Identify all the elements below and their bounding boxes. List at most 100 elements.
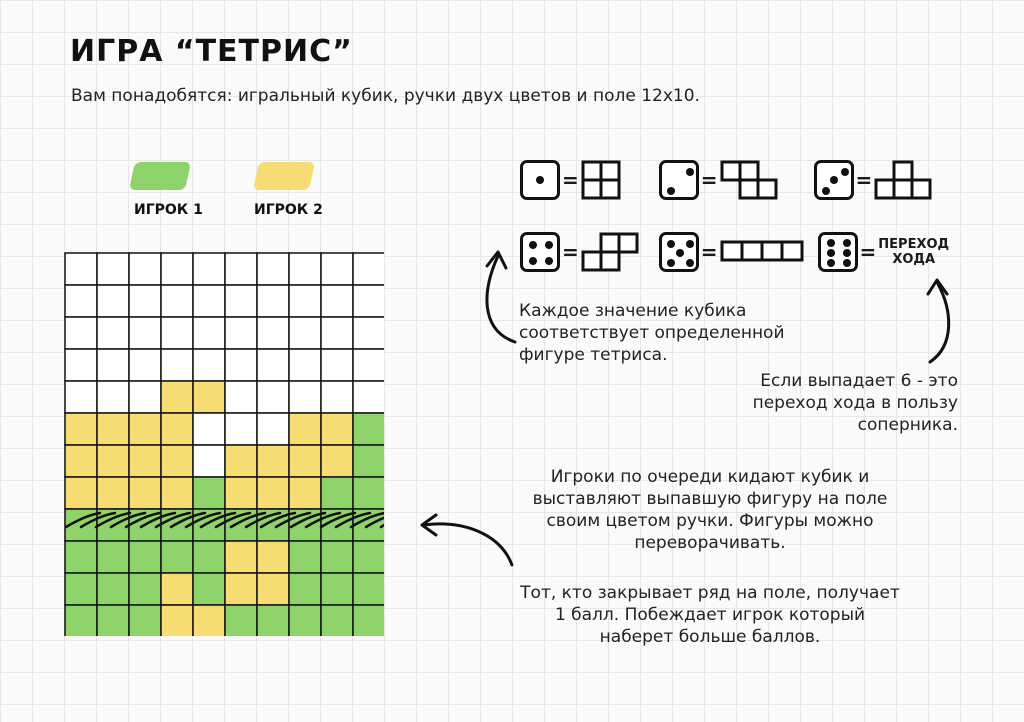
board-cell <box>224 380 258 414</box>
board-cell <box>352 252 384 286</box>
board-cell <box>64 316 98 350</box>
shape-z-icon <box>720 160 778 200</box>
board-cell <box>64 604 98 636</box>
row-hatch-stroke <box>319 511 357 529</box>
board-cell <box>352 316 384 350</box>
board-cell <box>256 444 290 478</box>
board-cell <box>160 252 194 286</box>
equals-sign: = <box>700 168 718 192</box>
board-cell <box>224 316 258 350</box>
board-cell <box>96 316 130 350</box>
row-hatch-stroke <box>64 511 102 529</box>
board-cell <box>224 412 258 446</box>
row-hatch-stroke <box>94 511 132 529</box>
row-hatch-stroke <box>154 511 192 529</box>
board-cell <box>96 380 130 414</box>
board-cell <box>96 540 130 574</box>
row-hatch-stroke <box>289 511 327 529</box>
row-hatch-stroke <box>304 511 342 529</box>
board-cell <box>288 380 322 414</box>
legend-player-2-label: ИГРОК 2 <box>254 202 323 218</box>
die-5-icon <box>658 232 699 272</box>
board-cell <box>192 572 226 606</box>
board-cell <box>352 444 384 478</box>
shape-line-icon <box>720 240 804 262</box>
turns-note: Игроки по очереди кидают кубик и выставл… <box>532 467 888 553</box>
board-cell <box>96 444 130 478</box>
dice-note: Каждое значение кубика соответствует опр… <box>519 301 785 365</box>
board-cell <box>160 540 194 574</box>
curved-arrow-icon <box>485 250 517 344</box>
equals-sign: = <box>855 168 873 192</box>
row-hatch-stroke <box>184 511 222 529</box>
board-cell <box>320 572 354 606</box>
player-1-color-swatch <box>129 162 191 190</box>
board-cell <box>224 348 258 382</box>
board-cell <box>192 540 226 574</box>
row-hatch-stroke <box>259 511 297 529</box>
board-cell <box>256 316 290 350</box>
board-cell <box>192 348 226 382</box>
board-cell <box>288 572 322 606</box>
legend-player-1 <box>129 162 191 190</box>
board-cell <box>192 380 226 414</box>
board-cell <box>96 348 130 382</box>
board-cell <box>256 476 290 510</box>
legend-player-1-label: ИГРОК 1 <box>134 202 203 218</box>
row-hatch-stroke <box>274 511 312 529</box>
legend-player-2 <box>253 162 315 190</box>
shape-square-icon <box>581 160 621 200</box>
board-cell <box>288 412 322 446</box>
equals-sign: = <box>700 240 718 264</box>
player-2-color-swatch <box>253 162 315 190</box>
page-title: ИГРА “ТЕТРИС” <box>70 34 353 69</box>
shape-t-icon <box>874 160 932 200</box>
board-cell <box>352 540 384 574</box>
shape-s-icon <box>581 232 639 272</box>
board-cell <box>192 252 226 286</box>
equals-sign: = <box>562 240 579 264</box>
row-hatch-stroke <box>229 511 267 529</box>
row-hatch-stroke <box>214 511 252 529</box>
board-cell <box>224 476 258 510</box>
board-cell <box>64 572 98 606</box>
board-cell <box>320 348 354 382</box>
board-cell <box>96 572 130 606</box>
board-cell <box>256 348 290 382</box>
row-hatch-stroke <box>379 523 384 529</box>
board-cell <box>64 476 98 510</box>
board-cell <box>224 572 258 606</box>
board-cell <box>320 604 354 636</box>
board-cell <box>224 604 258 636</box>
board-cell <box>288 348 322 382</box>
board-cell <box>256 540 290 574</box>
die-2-icon <box>658 160 699 200</box>
board-cell <box>288 316 322 350</box>
board-cell <box>224 252 258 286</box>
board-cell <box>64 348 98 382</box>
board-cell <box>256 380 290 414</box>
board-cell <box>256 572 290 606</box>
board-cell <box>192 444 226 478</box>
board-cell <box>128 604 162 636</box>
die-4-icon <box>520 232 560 272</box>
board-cell <box>192 284 226 318</box>
board-cell <box>320 444 354 478</box>
board-cell <box>96 604 130 636</box>
board-cell <box>192 476 226 510</box>
board-cell <box>128 316 162 350</box>
board-cell <box>192 316 226 350</box>
board-cell <box>320 284 354 318</box>
equals-sign: = <box>859 240 877 264</box>
board-cell <box>128 476 162 510</box>
board-cell <box>224 284 258 318</box>
board-cell <box>128 348 162 382</box>
board-cell <box>288 604 322 636</box>
board-cell <box>160 444 194 478</box>
board-cell <box>128 444 162 478</box>
board-cell <box>160 572 194 606</box>
board-cell <box>64 380 98 414</box>
page-subtitle: Вам понадобятся: игральный кубик, ручки … <box>71 86 700 106</box>
board-cell <box>320 540 354 574</box>
board-cell <box>352 284 384 318</box>
